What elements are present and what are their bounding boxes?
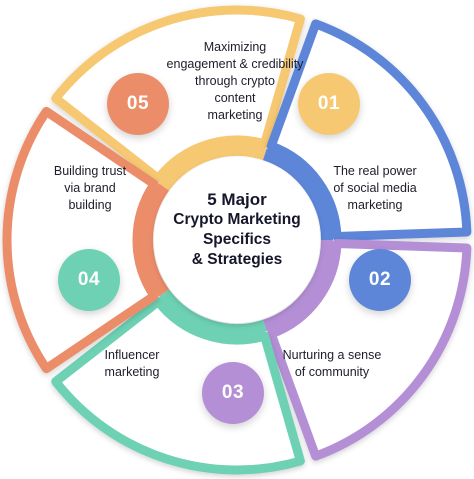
center-title-line-1: 5 Major: [207, 190, 267, 209]
badge-01: 01: [298, 73, 360, 135]
inner-ring-arc: [262, 148, 333, 241]
badge-04: 04: [58, 249, 120, 311]
segment-03-shape: [266, 238, 472, 461]
center-title-line-4: & Strategies: [191, 251, 283, 268]
center-title-line-2: Crypto Marketing: [173, 211, 301, 228]
badge-02: 02: [349, 249, 411, 311]
inner-ring-arc: [262, 239, 333, 332]
segment-04-text: Influencer marketing: [104, 348, 160, 379]
segment-01-text: Maximizing engagement & credibility thro…: [166, 40, 304, 122]
segment-05-shape: [2, 106, 159, 374]
segment-01-shape: [51, 5, 305, 183]
badge-03: 03: [202, 362, 264, 424]
segment-04-shape: [51, 297, 305, 475]
segment-05-text: Building trust via brand building: [53, 164, 127, 212]
center-circle: [154, 157, 320, 323]
inner-ring-arc: [141, 183, 170, 297]
center-title: 5 Major Crypto Marketing Specifics & Str…: [156, 190, 318, 270]
center-title-line-3: Specifics: [202, 231, 272, 248]
badge-05: 05: [107, 73, 169, 135]
inner-ring-arc: [159, 289, 267, 336]
inner-ring-arc: [159, 144, 267, 191]
segment-03-text: Nurturing a sense of community: [282, 348, 382, 379]
segment-02-text: The real power of social media marketing: [333, 164, 417, 212]
